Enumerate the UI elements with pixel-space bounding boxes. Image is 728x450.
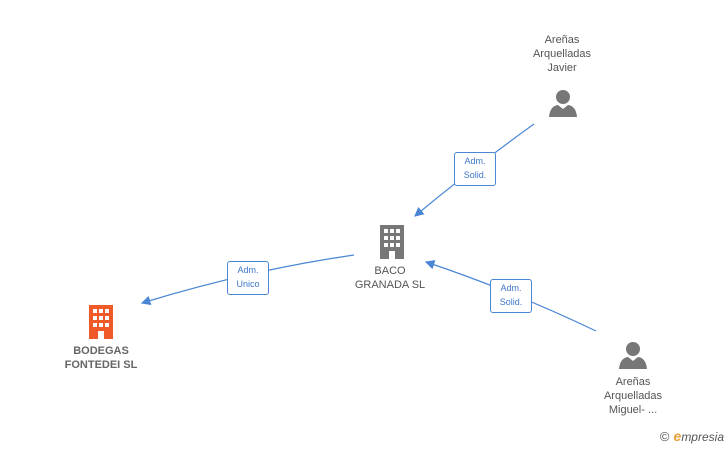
node-miguel-line-3: Miguel- ... [608,404,658,416]
copyright-symbol: © [659,429,670,444]
person-icon[interactable] [618,340,648,370]
node-miguel-label[interactable]: Areñas Arquelladas Miguel- ... [580,375,686,417]
node-baco-line-2: GRANADA SL [354,279,426,291]
node-bodegas-line-1: BODEGAS [73,345,129,357]
node-baco-label[interactable]: BACO GRANADA SL [340,264,440,292]
edge-label-line-1: Adm. [500,283,522,293]
edge-label-baco-bodegas[interactable]: Adm. Unico [227,261,269,295]
edge-label-line-1: Adm. [237,265,259,275]
edge-label-miguel-baco[interactable]: Adm. Solid. [490,279,532,313]
brand-logo-e: e [673,428,682,444]
node-bodegas-line-2: FONTEDEI SL [64,359,138,371]
node-javier-line-2: Arquelladas [532,48,592,60]
edge-label-line-2: Solid. [499,297,523,307]
node-miguel-line-1: Areñas [615,376,651,388]
building-icon-highlight[interactable] [86,305,116,339]
node-javier-label[interactable]: Areñas Arquelladas Javier [510,33,614,75]
node-javier-line-1: Areñas [544,34,580,46]
edge-label-line-1: Adm. [464,156,486,166]
brand-logo-text: mpresia [681,430,724,444]
building-icon[interactable] [377,225,407,259]
edge-label-line-2: Unico [236,279,260,289]
person-icon[interactable] [548,88,578,118]
node-miguel-line-2: Arquelladas [603,390,663,402]
node-baco-line-1: BACO [374,265,406,277]
brand-footer: ©empresia [660,428,724,444]
edge-label-javier-baco[interactable]: Adm. Solid. [454,152,496,186]
node-javier-line-3: Javier [547,62,577,74]
node-bodegas-label[interactable]: BODEGAS FONTEDEI SL [48,344,154,372]
edge-label-line-2: Solid. [463,170,487,180]
